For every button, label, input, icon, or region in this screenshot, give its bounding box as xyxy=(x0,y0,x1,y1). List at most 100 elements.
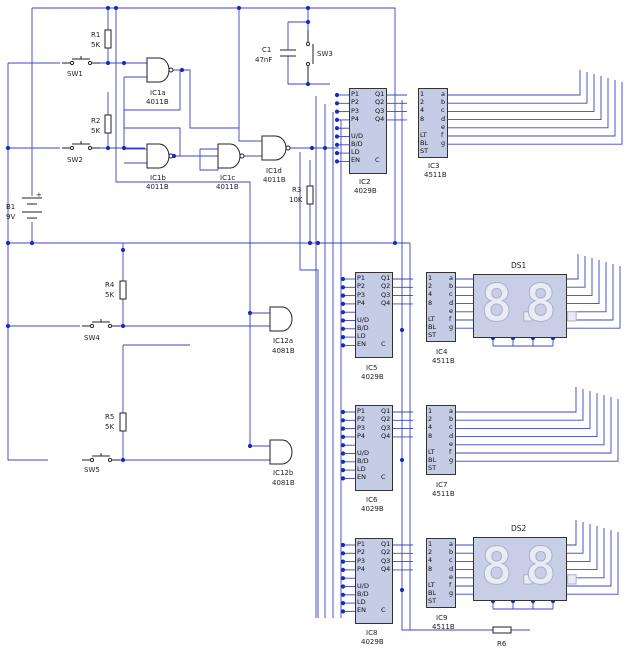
ic7-pin-label: 4 xyxy=(428,423,433,432)
ic8-pin-label: Q1 xyxy=(381,540,391,548)
wire xyxy=(32,7,396,243)
ic9-pin-label: e xyxy=(449,572,453,581)
junction-dot xyxy=(334,159,340,164)
ic5-pin-label: EN xyxy=(357,340,366,349)
ic7-pin-label: c xyxy=(449,423,453,432)
ic5-pin-label: Q1 xyxy=(381,274,391,282)
wire xyxy=(115,8,251,260)
r1-ref: R1 xyxy=(91,31,101,39)
junction-dot xyxy=(340,567,346,573)
ic2-pin-label: B/D xyxy=(351,139,363,148)
ic3-pin-label: d xyxy=(441,114,446,123)
ic5-pin-label: P4 xyxy=(357,298,366,307)
sw2-ref: SW2 xyxy=(67,156,83,164)
ic7-pin-label: d xyxy=(449,431,454,440)
r4-value: 5K xyxy=(105,291,115,299)
junction-dot xyxy=(340,451,346,456)
ic8-pin-label: P3 xyxy=(357,556,366,565)
ic3-pin-label: c xyxy=(441,106,445,115)
ic5-pin-label: Q2 xyxy=(381,282,391,291)
ic2-pin-label: C xyxy=(375,156,380,165)
wire xyxy=(448,76,602,121)
ds2-body xyxy=(473,537,567,601)
ic12b-gate xyxy=(269,439,293,465)
junction-dot xyxy=(334,126,340,131)
ic3-pin-label: e xyxy=(441,122,445,131)
ic4-pin-label: a xyxy=(449,274,453,282)
ic6-pin-label: Q4 xyxy=(381,431,391,440)
wire xyxy=(448,80,616,137)
wire xyxy=(456,391,591,429)
b1-value: 9V xyxy=(6,213,16,221)
ic1a-gate-bubble xyxy=(168,67,174,73)
ic3-pin-label: 1 xyxy=(420,90,425,98)
wire xyxy=(249,313,270,447)
wire xyxy=(448,74,595,112)
r2-body xyxy=(104,114,112,134)
ds1-digit: 8. xyxy=(481,274,545,334)
ic7-pin-label: f xyxy=(449,448,452,456)
sw3-ref: SW3 xyxy=(317,50,333,58)
ic8-pin-label: P1 xyxy=(357,540,366,548)
ic9-pin-label: 2 xyxy=(428,548,433,557)
ic8-pin-label: P2 xyxy=(357,548,366,557)
r5-ref: R5 xyxy=(105,413,115,421)
junction-dot xyxy=(105,145,111,151)
junction-dot xyxy=(340,609,346,614)
junction-dot xyxy=(315,240,321,246)
ic5-pin-label: C xyxy=(381,340,386,349)
sw5-contact xyxy=(107,457,113,463)
wire xyxy=(456,397,612,454)
battery-plus-sign: + xyxy=(36,191,42,199)
ic2-pin-label: Q3 xyxy=(375,106,385,115)
ic6-pin-label: Q1 xyxy=(381,407,391,415)
wire xyxy=(287,56,330,85)
ic1c-gate xyxy=(217,143,241,169)
sw3-contact xyxy=(305,61,311,67)
wire xyxy=(448,82,623,145)
wire xyxy=(448,78,609,129)
sw4-contact xyxy=(89,323,95,329)
ic9-pin-label: 8 xyxy=(428,564,433,573)
ic7-body xyxy=(426,405,456,475)
junction-dot xyxy=(5,145,11,151)
ic3-pin-label: 2 xyxy=(420,98,425,107)
ic6-pin-label: LD xyxy=(357,465,366,474)
ic3-part: 4511B xyxy=(424,171,447,179)
r5-value: 5K xyxy=(105,423,115,431)
junction-dot xyxy=(305,19,311,25)
junction-dot xyxy=(121,145,127,151)
ic9-pin-label: ST xyxy=(428,597,437,606)
junction-dot xyxy=(340,601,346,606)
wire xyxy=(456,387,577,413)
r2-value: 5K xyxy=(91,127,101,135)
r6-ref: R6 xyxy=(497,640,507,648)
junction-dot xyxy=(247,443,253,449)
junction-dot xyxy=(340,542,346,548)
ic8-body xyxy=(355,538,393,624)
wire xyxy=(7,63,48,461)
junction-dot xyxy=(247,310,253,316)
ic9-pin-label: g xyxy=(449,589,454,598)
ic2-part: 4029B xyxy=(354,187,377,195)
wire xyxy=(456,399,619,462)
junction-dot xyxy=(29,240,35,246)
junction-dot xyxy=(334,142,340,147)
ds2-digit: 8. xyxy=(525,537,589,597)
ic3-pin-label: BL xyxy=(420,139,429,148)
junction-dot xyxy=(334,101,340,106)
junction-dot xyxy=(340,551,346,556)
ic12a-part: 4081B xyxy=(272,347,295,355)
ic4-pin-label: 1 xyxy=(428,274,433,282)
ic8-pin-label: P4 xyxy=(357,564,366,573)
wire xyxy=(448,72,588,104)
ic9-part: 4511B xyxy=(432,623,455,631)
junction-dot xyxy=(309,145,315,151)
junction-dot xyxy=(340,443,346,448)
ic4-ref: IC4 xyxy=(436,348,448,356)
ic9-ref: IC9 xyxy=(436,614,448,622)
sw5-contact xyxy=(89,457,95,463)
r5-body xyxy=(119,412,127,432)
ic1c-part: 4011B xyxy=(216,183,239,191)
ic9-pin-label: a xyxy=(449,540,453,548)
